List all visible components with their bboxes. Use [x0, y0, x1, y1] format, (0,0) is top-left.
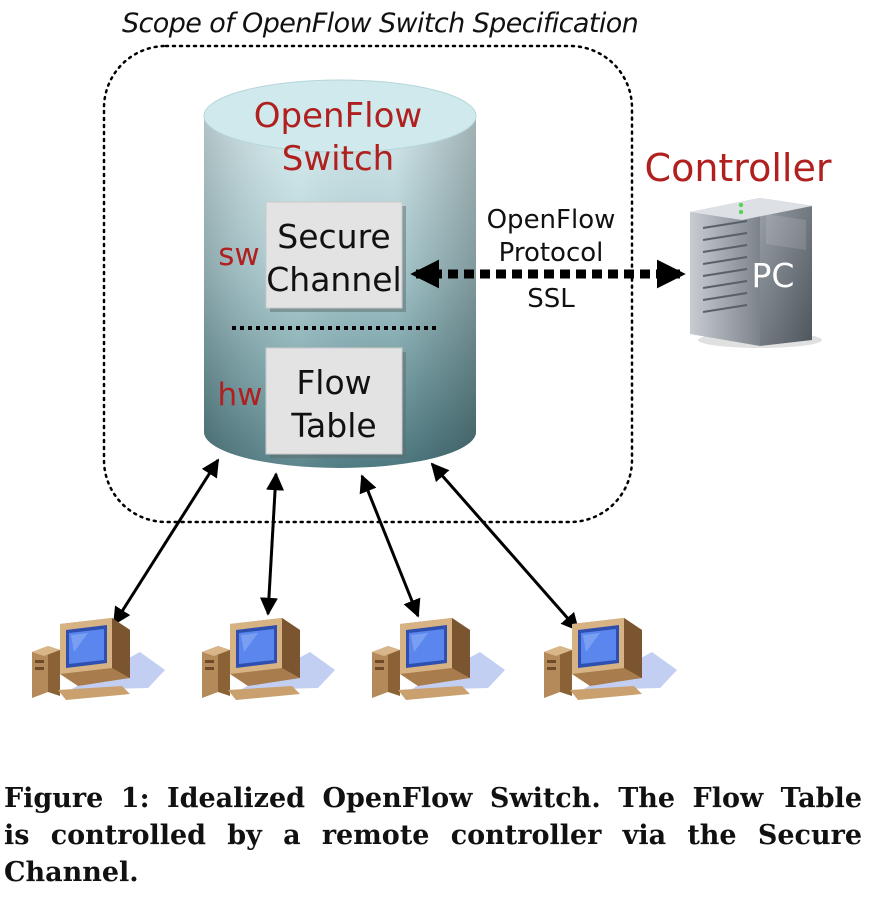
secure-channel-line1: Secure: [277, 217, 390, 256]
openflow-diagram: OpenFlow Switch Secure Channel sw Flow T…: [32, 44, 832, 700]
server-pc-label: PC: [752, 256, 795, 295]
host-computer-icon-3: [372, 618, 505, 700]
flow-table-box: [265, 347, 403, 455]
protocol-line1: OpenFlow: [487, 205, 616, 235]
host-link-arrow-1: [112, 458, 220, 626]
host-link-arrow-2: [259, 472, 285, 616]
protocol-line2: Protocol: [499, 238, 604, 268]
secure-channel-line2: Channel: [266, 260, 401, 299]
controller-title: Controller: [645, 146, 832, 190]
controller-server-icon: [690, 198, 822, 348]
secure-channel-box: [265, 201, 403, 309]
sw-label: sw: [218, 237, 260, 273]
host-computer-icon-1: [32, 618, 165, 700]
ssl-label: SSL: [527, 284, 575, 314]
host-computer-icon-4: [544, 618, 677, 700]
switch-title-line2: Switch: [282, 139, 394, 179]
figure-caption: Figure 1: Idealized OpenFlow Switch. The…: [4, 783, 862, 888]
flow-table-line1: Flow: [296, 363, 371, 402]
host-link-arrow-3: [359, 474, 421, 618]
scope-boundary: [102, 44, 634, 524]
host-link-arrow-4: [430, 462, 580, 632]
host-computer-icon-2: [202, 618, 335, 700]
flow-table-line2: Table: [290, 406, 376, 445]
hw-label: hw: [217, 377, 262, 413]
switch-title-line1: OpenFlow: [254, 96, 422, 136]
scope-title: Scope of OpenFlow Switch Specification: [122, 8, 639, 39]
